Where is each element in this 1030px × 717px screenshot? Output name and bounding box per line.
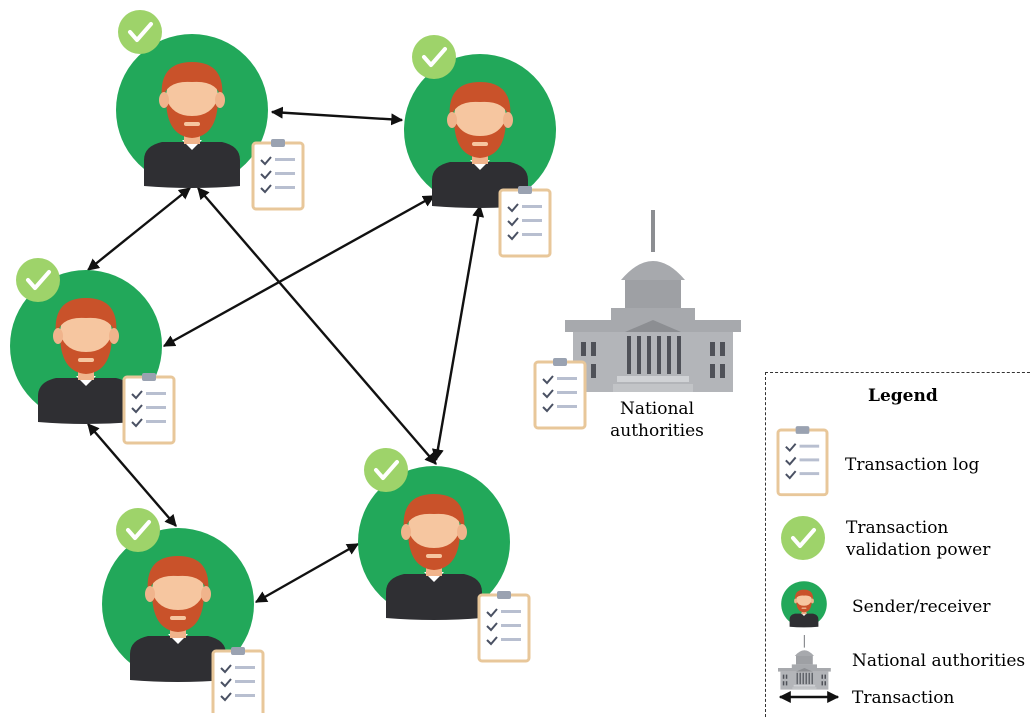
legend-label-transaction: Transaction [852,688,955,708]
transaction-arrows [87,106,485,604]
sender-receiver-node [358,446,531,663]
clipboard-icon [498,184,552,258]
transaction-arrow [162,194,436,348]
legend-label-national-authorities: National authorities [852,651,1026,671]
transaction-arrow [431,204,485,462]
transaction-arrow [87,187,191,271]
legend-title: Legend [868,386,938,406]
capitol-building-icon [565,210,741,392]
checkmark-icon [116,8,164,56]
clipboard-icon [122,371,176,445]
legend-box [765,372,1030,717]
transaction-arrow [87,423,177,527]
checkmark-icon [362,446,410,494]
legend-icons [776,424,840,703]
clipboard-icon [211,645,265,713]
transaction-arrow [270,106,404,126]
sender-receiver-node [116,8,305,211]
legend-label-transaction-log: Transaction log [845,455,980,475]
transaction-arrow [197,187,437,465]
legend-label-sender-receiver: Sender/receiver [852,597,991,617]
transaction-arrow [254,542,360,604]
checkmark-icon [410,33,458,81]
clipboard-icon [533,356,587,430]
clipboard-icon [251,137,305,211]
checkmark-icon [14,256,62,304]
sender-receiver-node [102,506,265,713]
national-authorities-label: National authorities [610,399,704,441]
sender-receiver-node [10,256,176,445]
checkmark-icon [114,506,162,554]
legend-label-validation-power: Transaction validation power [846,518,991,560]
sender-receiver-node [404,33,556,258]
clipboard-icon [477,589,531,663]
national-authorities [533,210,741,430]
